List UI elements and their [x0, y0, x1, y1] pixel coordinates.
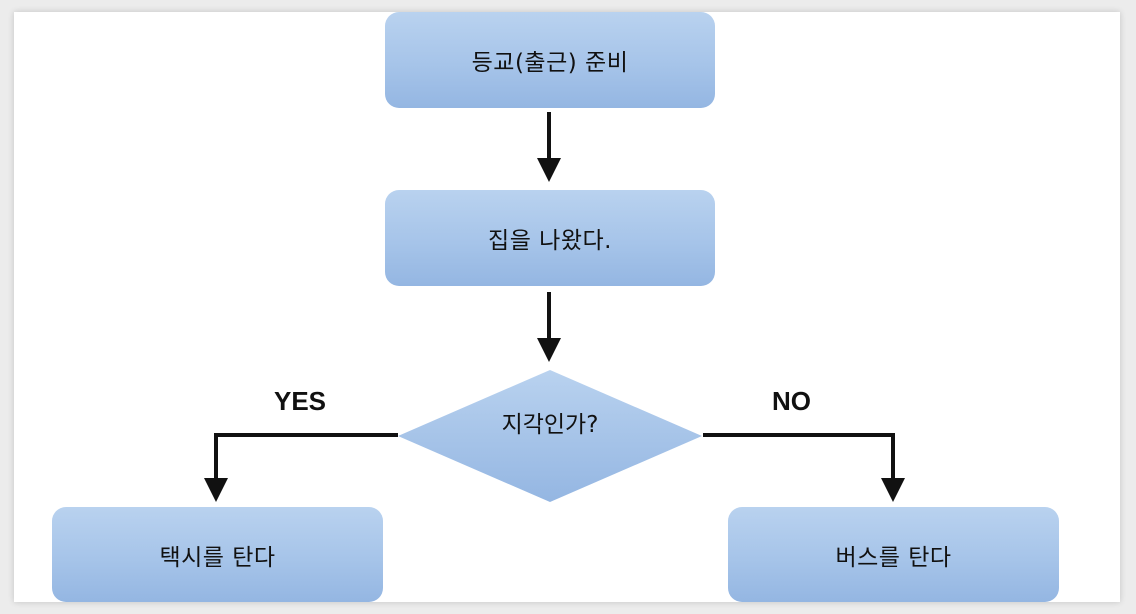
node-left-home-label: 집을 나왔다. [488, 228, 612, 254]
node-left-home: 집을 나왔다. [385, 190, 715, 286]
node-bus-label: 버스를 탄다 [835, 544, 952, 571]
node-taxi: 택시를 탄다 [52, 507, 383, 602]
arrow-no-branch [703, 433, 905, 502]
node-bus: 버스를 탄다 [728, 507, 1059, 602]
node-prepare: 등교(출근) 준비 [385, 12, 715, 108]
arrow-yes-branch [204, 433, 398, 502]
node-prepare-label: 등교(출근) 준비 [471, 50, 629, 76]
yes-label: YES [274, 386, 327, 416]
decision-label: 지각인가? [501, 412, 599, 438]
flowchart-canvas [14, 12, 1120, 602]
decision-diamond [398, 370, 702, 502]
no-label: NO [772, 386, 811, 416]
node-taxi-label: 택시를 탄다 [159, 544, 276, 571]
